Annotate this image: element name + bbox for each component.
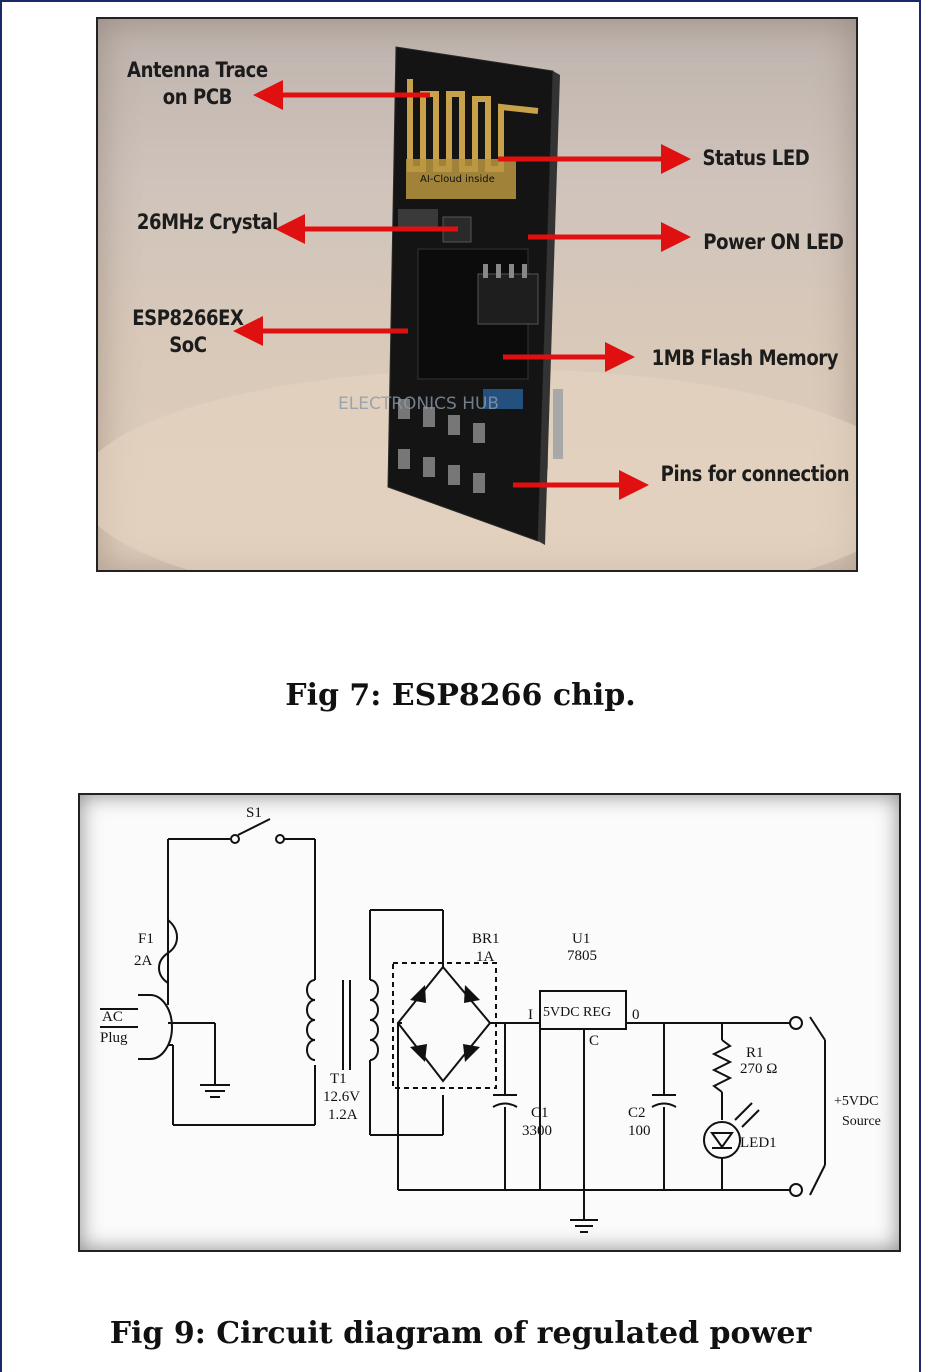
label-s1: S1 (246, 805, 262, 821)
label-c2-value: 100 (628, 1123, 651, 1139)
label-t1-current: 1.2A (328, 1107, 358, 1123)
label-f1: F1 (138, 931, 154, 947)
figure-9-caption: Fig 9: Circuit diagram of regulated powe… (109, 1316, 812, 1351)
circuit-diagram: S1 F1 2A AC Plug T1 12.6V 1.2A BR1 1A U1… (100, 805, 881, 1233)
label-antenna: Antenna Trace on PCB (127, 58, 268, 109)
label-plug: Plug (100, 1030, 128, 1046)
label-arrows (233, 80, 691, 500)
label-f1-rating: 2A (134, 953, 153, 969)
label-source-v: +5VDC (834, 1094, 878, 1109)
resistor-symbol (711, 1039, 733, 1093)
label-pins: Pins for connection (660, 462, 850, 486)
label-r1-value: 270 Ω (740, 1061, 777, 1077)
label-soc: ESP8266EX SoC (132, 306, 244, 357)
figure-7-caption: Fig 7: ESP8266 chip. (285, 678, 636, 713)
label-u1-part: 7805 (567, 948, 597, 964)
fuse-symbol (158, 919, 178, 984)
bridge-box (392, 962, 497, 1089)
transformer-secondary (369, 979, 379, 1061)
label-ac: AC (102, 1009, 123, 1025)
label-pin-c: C (589, 1033, 599, 1049)
label-flash: 1MB Flash Memory (651, 346, 839, 370)
label-power-led: Power ON LED (703, 230, 844, 254)
ac-plug-symbol (138, 994, 173, 1060)
label-pin-i: I (528, 1007, 533, 1023)
figure-9-image: S1 F1 2A AC Plug T1 12.6V 1.2A BR1 1A U1… (78, 793, 901, 1252)
label-t1: T1 (330, 1071, 347, 1087)
label-c1: C1 (531, 1105, 549, 1121)
transformer-primary (306, 979, 316, 1061)
label-status-led: Status LED (702, 146, 810, 170)
label-br1-rating: 1A (476, 949, 495, 965)
bridge-diodes (410, 985, 480, 1062)
label-t1-voltage: 12.6V (323, 1089, 360, 1105)
label-led: LED1 (740, 1135, 777, 1151)
board-text: AI-Cloud inside (420, 174, 495, 185)
label-c1-value: 3300 (522, 1123, 552, 1139)
watermark: ELECTRONICS HUB (338, 394, 499, 414)
label-crystal: 26MHz Crystal (136, 210, 279, 234)
esp8266-photo: AI-Cloud inside ELECTRONICS HUB (98, 46, 856, 570)
label-c2: C2 (628, 1105, 646, 1121)
label-u1: U1 (572, 931, 590, 947)
label-regulator: 5VDC REG (543, 1005, 611, 1020)
label-br1: BR1 (472, 931, 500, 947)
figure-7-image: AI-Cloud inside ELECTRONICS HUB Antenna … (96, 17, 858, 572)
label-r1: R1 (746, 1045, 764, 1061)
led-symbol (703, 1121, 741, 1159)
label-pin-o: 0 (632, 1007, 640, 1023)
label-source: Source (842, 1114, 881, 1129)
